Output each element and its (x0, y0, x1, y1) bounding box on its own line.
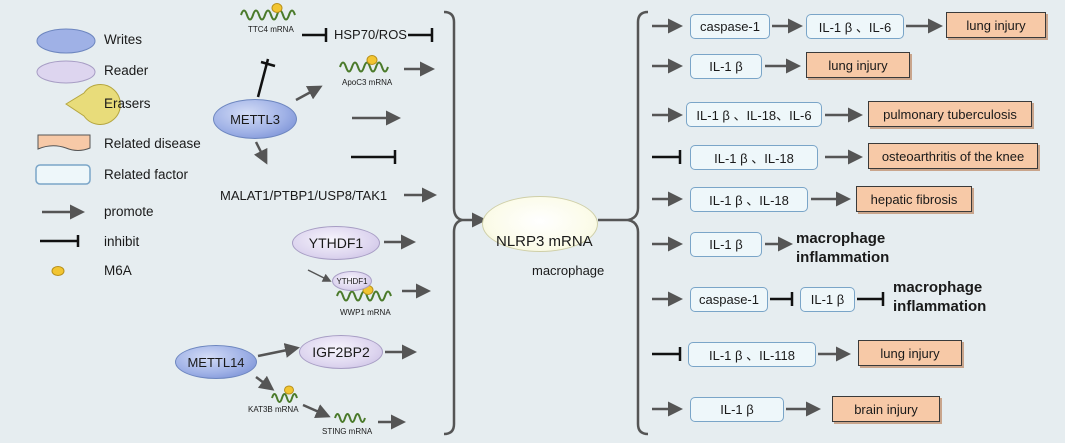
legend-inhibit-icon (40, 235, 80, 247)
factor-label: caspase-1 (699, 292, 759, 307)
disease-box: lung injury (806, 52, 910, 78)
mettl3-node: METTL3 (213, 99, 297, 139)
legend-erasers-label: Erasers (104, 96, 151, 111)
factor-label: IL-1 β 、IL-118 (709, 348, 795, 363)
sting-mrna-wave (334, 413, 366, 423)
disease-label: pulmonary tuberculosis (883, 106, 1017, 122)
factor-box: IL-1 β 、IL-118 (688, 342, 816, 367)
kat3b-mrna-label: KAT3B mRNA (248, 405, 299, 414)
legend-factor-icon (35, 164, 91, 185)
factor-label: IL-1 β (709, 59, 743, 74)
disease-label: hepatic fibrosis (870, 191, 958, 207)
legend-icons (35, 28, 121, 276)
m6a-dot (284, 385, 294, 395)
factor-box: IL-1 β (690, 232, 762, 257)
legend-disease-icon (37, 134, 91, 151)
ttc4-mrna-wave (240, 9, 296, 21)
apoc3-mrna-wave (339, 61, 389, 73)
factor-box: IL-1 β (800, 287, 855, 312)
ythdf1-small-label: YTHDF1 (336, 276, 368, 286)
macrophage-label: macrophage (532, 263, 605, 278)
factor-box: IL-1 β 、IL-18 (690, 187, 808, 212)
disease-box: lung injury (858, 340, 962, 366)
ttc4-mrna-label: TTC4 mRNA (248, 25, 294, 34)
legend-writes-label: Writes (104, 32, 143, 47)
malat1-label: MALAT1/PTBP1/USP8/TAK1 (220, 188, 388, 203)
disease-box: brain injury (832, 396, 940, 422)
legend-inhibit-label: inhibit (104, 234, 140, 249)
mettl3-label: METTL3 (230, 111, 280, 127)
factor-label: IL-1 β 、IL-18、IL-6 (696, 108, 812, 123)
ythdf1-small-node: YTHDF1 (332, 271, 372, 291)
left-connectors (253, 28, 437, 430)
factor-label: IL-1 β (810, 292, 845, 307)
legend-m6a-icon (51, 266, 65, 276)
legend-related-disease-label: Related disease (104, 136, 201, 151)
disease-label: lung injury (966, 17, 1026, 33)
right-bracket (627, 10, 649, 436)
hsp70-ros-label: HSP70/ROS (334, 27, 407, 42)
factor-label: IL-1 β 、IL-18 (714, 151, 794, 166)
factor-label: IL-1 β 、IL-6 (818, 20, 892, 35)
legend-promote-label: promote (104, 204, 154, 219)
outcome-label-line2: inflammation (796, 249, 890, 266)
factor-label: IL-1 β 、IL-18 (709, 193, 789, 208)
nlrp3-node (482, 196, 598, 252)
right-connectors (652, 18, 943, 417)
ythdf1-label: YTHDF1 (308, 235, 364, 251)
factor-box: caspase-1 (690, 287, 768, 312)
disease-box: lung injury (946, 12, 1046, 38)
disease-label: lung injury (828, 57, 888, 73)
wwp1-mrna-label: WWP1 mRNA (340, 308, 391, 317)
mettl14-label: METTL14 (187, 354, 245, 370)
m6a-dot (271, 3, 283, 13)
igf2bp2-label: IGF2BP2 (312, 344, 370, 360)
disease-label: osteoarthritis of the knee (881, 148, 1025, 164)
disease-label: brain injury (854, 401, 918, 417)
factor-box: IL-1 β 、IL-18、IL-6 (686, 102, 822, 127)
legend-reader-icon (36, 60, 96, 84)
m6a-dot (366, 55, 378, 65)
legend-reader-label: Reader (104, 63, 149, 78)
factor-label: caspase-1 (700, 19, 760, 34)
legend-writer-icon (36, 28, 96, 54)
legend-m6a-label: M6A (104, 263, 132, 278)
mettl14-node: METTL14 (175, 345, 257, 379)
disease-box: hepatic fibrosis (856, 186, 972, 212)
igf2bp2-node: IGF2BP2 (299, 335, 383, 369)
left-bracket (443, 10, 463, 436)
factor-label: IL-1 β (709, 237, 743, 252)
factor-box: IL-1 β 、IL-6 (806, 14, 904, 39)
outcome-label-line2: inflammation (893, 298, 987, 315)
disease-label: lung injury (880, 345, 940, 361)
disease-box: pulmonary tuberculosis (868, 101, 1032, 127)
disease-box: osteoarthritis of the knee (868, 143, 1038, 169)
apoc3-mrna-label: ApoC3 mRNA (342, 78, 393, 87)
kat3b-mrna-wave (271, 393, 298, 403)
outcome-label-line1: macrophage (893, 279, 983, 296)
factor-box: IL-1 β 、IL-18 (690, 145, 818, 170)
ythdf1-node: YTHDF1 (292, 226, 380, 260)
legend-eraser-icon (65, 84, 121, 125)
factor-box: IL-1 β (690, 397, 784, 422)
outcome-label-line1: macrophage (796, 230, 886, 247)
factor-label: IL-1 β (720, 402, 754, 417)
nlrp3-label: NLRP3 mRNA (496, 233, 593, 250)
factor-box: IL-1 β (690, 54, 762, 79)
legend-related-factor-label: Related factor (104, 167, 189, 182)
sting-mrna-label: STING mRNA (322, 427, 373, 436)
factor-box: caspase-1 (690, 14, 770, 39)
